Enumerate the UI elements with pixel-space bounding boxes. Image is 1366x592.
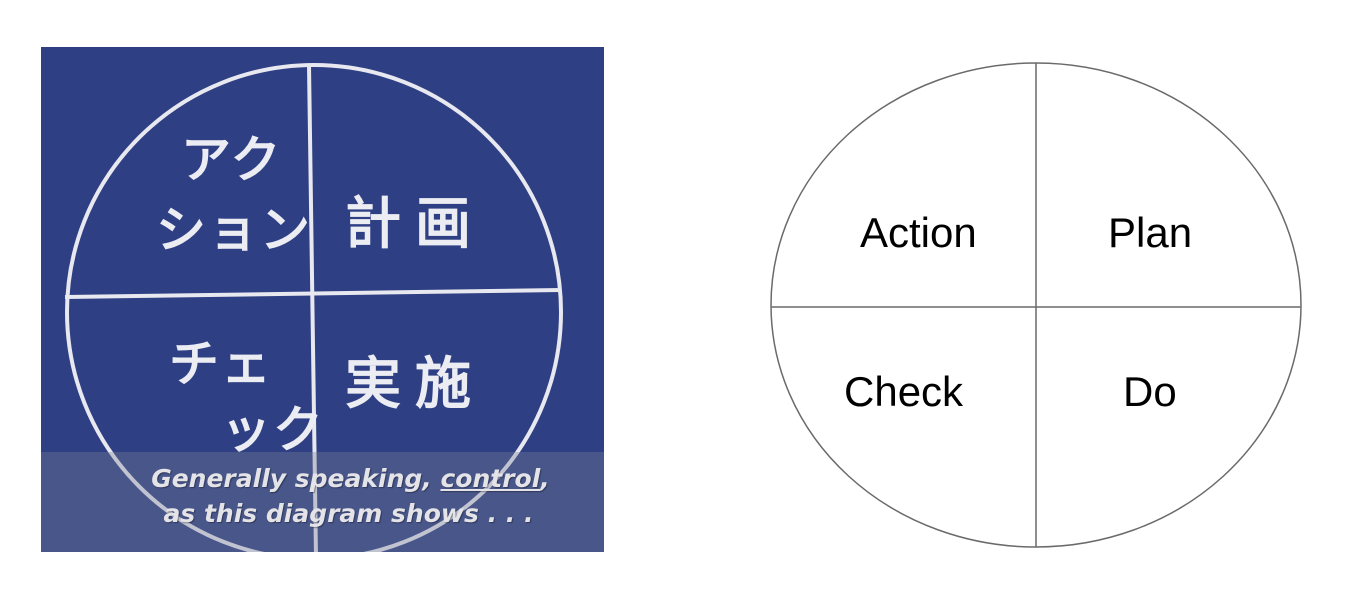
quadrant-do-label: Do (1123, 368, 1177, 415)
quadrant-check-label: Check (844, 368, 964, 415)
subtitle-underlined-word: control (440, 464, 541, 493)
japanese-pdca-still: アク ション 計画 チェ ック 実施 Generally speaking, c… (41, 47, 604, 552)
quadrant-check-jp-line1: チェ (169, 335, 273, 393)
quadrant-action-jp-line1: アク (181, 131, 283, 189)
vertical-divider (307, 64, 318, 552)
quadrant-action-label: Action (860, 209, 977, 256)
english-pdca-diagram: Action Plan Check Do (760, 55, 1320, 565)
outer-circle (65, 63, 563, 552)
subtitle-line-2: as this diagram shows . . . (163, 499, 534, 528)
quadrant-check-jp-line2: ック (221, 401, 325, 459)
subtitle-line-1-end: , (540, 464, 550, 493)
english-pdca-circle (770, 62, 1302, 548)
subtitle-line-1-start: Generally speaking, (151, 464, 441, 493)
quadrant-plan-label: Plan (1108, 209, 1193, 256)
quadrant-action-jp-line2: ション (156, 201, 312, 259)
horizontal-divider (64, 288, 562, 299)
japanese-pdca-circle (64, 63, 563, 552)
subtitle-band (41, 452, 604, 552)
quadrant-plan-jp: 計画 (345, 192, 485, 257)
subtitle-line-1: Generally speaking, control, (69, 466, 604, 491)
quadrant-do-jp: 実施 (345, 352, 485, 417)
